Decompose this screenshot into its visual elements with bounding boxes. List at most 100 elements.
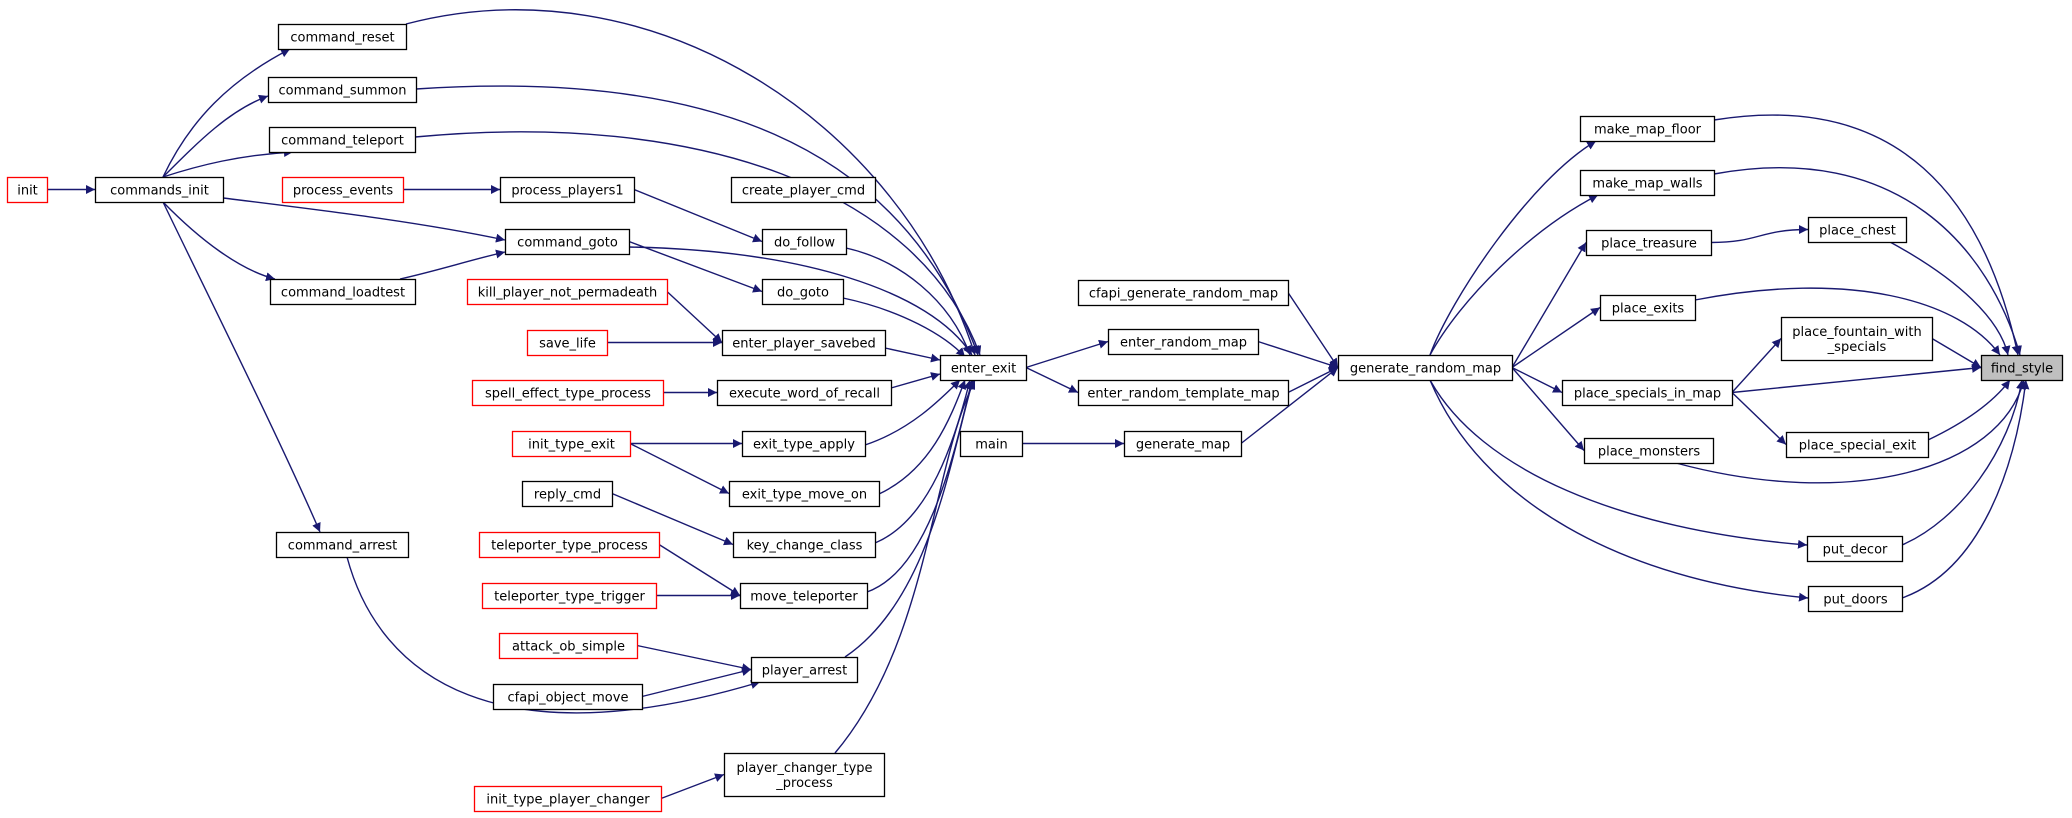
node-box[interactable] xyxy=(1807,216,1908,244)
node-enter-player-savebed[interactable]: enter_player_savebed xyxy=(721,329,887,357)
node-box[interactable] xyxy=(269,278,417,306)
node-box[interactable] xyxy=(761,228,848,256)
node-process-events[interactable]: process_events xyxy=(281,176,405,204)
node-box[interactable] xyxy=(267,76,418,104)
node-box[interactable] xyxy=(732,531,877,559)
node-box[interactable] xyxy=(94,176,225,204)
node-exit-type-move-on[interactable]: exit_type_move_on xyxy=(728,480,881,508)
node-command-arrest[interactable]: command_arrest xyxy=(275,531,410,559)
node-init-type-exit[interactable]: init_type_exit xyxy=(511,430,632,458)
node-box[interactable] xyxy=(1107,328,1260,356)
node-attack-ob-simple[interactable]: attack_ob_simple xyxy=(498,632,639,660)
node-box[interactable] xyxy=(959,430,1024,458)
node-box[interactable] xyxy=(478,531,661,559)
node-cfapi-object-move[interactable]: cfapi_object_move xyxy=(492,683,644,711)
node-box[interactable] xyxy=(1077,279,1290,307)
node-do-goto[interactable]: do_goto xyxy=(761,278,845,306)
node-cfapi-generate-random-map[interactable]: cfapi_generate_random_map xyxy=(1077,279,1290,307)
node-main[interactable]: main xyxy=(959,430,1024,458)
node-put-doors[interactable]: put_doors xyxy=(1807,585,1904,613)
node-execute-word-of-recall[interactable]: execute_word_of_recall xyxy=(716,379,893,407)
node-box[interactable] xyxy=(498,632,639,660)
node-box[interactable] xyxy=(721,329,887,357)
node-kill-player-not-permadeath[interactable]: kill_player_not_permadeath xyxy=(466,278,669,306)
node-box[interactable] xyxy=(511,430,632,458)
node-box[interactable] xyxy=(1806,535,1904,563)
node-command-goto[interactable]: command_goto xyxy=(504,228,631,256)
node-enter-exit[interactable]: enter_exit xyxy=(939,354,1028,382)
node-spell-effect-type-process[interactable]: spell_effect_type_process xyxy=(471,379,665,407)
node-box[interactable] xyxy=(1337,354,1514,382)
node-place-specials-in-map[interactable]: place_specials_in_map xyxy=(1561,379,1734,407)
node-box[interactable] xyxy=(739,582,869,610)
node-box[interactable] xyxy=(1583,437,1715,465)
node-key-change-class[interactable]: key_change_class xyxy=(732,531,877,559)
node-player-arrest[interactable]: player_arrest xyxy=(750,656,859,684)
node-box[interactable] xyxy=(1561,379,1734,407)
node-box[interactable] xyxy=(504,228,631,256)
node-create-player-cmd[interactable]: create_player_cmd xyxy=(730,176,877,204)
node-box[interactable] xyxy=(1579,169,1716,197)
node-place-fountain-with-specials[interactable]: place_fountain_with_specials xyxy=(1780,316,1934,362)
node-save-life[interactable]: save_life xyxy=(526,329,609,357)
node-box[interactable] xyxy=(521,480,614,508)
node-box[interactable] xyxy=(1599,294,1697,322)
node-process-players1[interactable]: process_players1 xyxy=(499,176,636,204)
node-box[interactable] xyxy=(268,126,417,154)
node-put-decor[interactable]: put_decor xyxy=(1806,535,1904,563)
node-box[interactable] xyxy=(730,176,877,204)
node-box[interactable] xyxy=(6,176,49,204)
node-box[interactable] xyxy=(750,656,859,684)
node-command-summon[interactable]: command_summon xyxy=(267,76,418,104)
node-place-chest[interactable]: place_chest xyxy=(1807,216,1908,244)
node-box[interactable] xyxy=(471,379,665,407)
node-box[interactable] xyxy=(939,354,1028,382)
node-box[interactable] xyxy=(481,582,658,610)
node-box[interactable] xyxy=(499,176,636,204)
node-place-special-exit[interactable]: place_special_exit xyxy=(1785,431,1930,459)
node-place-exits[interactable]: place_exits xyxy=(1599,294,1697,322)
node-box[interactable] xyxy=(526,329,609,357)
node-reply-cmd[interactable]: reply_cmd xyxy=(521,480,614,508)
node-box[interactable] xyxy=(1077,379,1290,407)
node-box[interactable] xyxy=(723,752,886,798)
node-player-changer-type-process[interactable]: player_changer_type_process xyxy=(723,752,886,798)
node-find-style[interactable]: find_style xyxy=(1980,354,2064,382)
node-make-map-floor[interactable]: make_map_floor xyxy=(1579,115,1716,143)
node-generate-random-map[interactable]: generate_random_map xyxy=(1337,354,1514,382)
node-command-teleport[interactable]: command_teleport xyxy=(268,126,417,154)
node-init-cmd[interactable]: init xyxy=(6,176,49,204)
node-exit-type-apply[interactable]: exit_type_apply xyxy=(741,430,867,458)
node-box[interactable] xyxy=(277,23,408,51)
node-do-follow[interactable]: do_follow xyxy=(761,228,848,256)
node-enter-random-template-map[interactable]: enter_random_template_map xyxy=(1077,379,1290,407)
node-box[interactable] xyxy=(728,480,881,508)
node-enter-random-map[interactable]: enter_random_map xyxy=(1107,328,1260,356)
node-commands-init[interactable]: commands_init xyxy=(94,176,225,204)
node-teleporter-type-process[interactable]: teleporter_type_process xyxy=(478,531,661,559)
node-box[interactable] xyxy=(281,176,405,204)
node-box[interactable] xyxy=(492,683,644,711)
node-move-teleporter[interactable]: move_teleporter xyxy=(739,582,869,610)
node-command-loadtest[interactable]: command_loadtest xyxy=(269,278,417,306)
node-box[interactable] xyxy=(1780,316,1934,362)
node-command-reset[interactable]: command_reset xyxy=(277,23,408,51)
node-teleporter-type-trigger[interactable]: teleporter_type_trigger xyxy=(481,582,658,610)
node-box[interactable] xyxy=(1785,431,1930,459)
node-init-type-player-changer[interactable]: init_type_player_changer xyxy=(473,785,663,813)
node-box[interactable] xyxy=(741,430,867,458)
node-box[interactable] xyxy=(1585,229,1713,257)
node-box[interactable] xyxy=(473,785,663,813)
node-box[interactable] xyxy=(275,531,410,559)
node-place-monsters[interactable]: place_monsters xyxy=(1583,437,1715,465)
node-generate-map[interactable]: generate_map xyxy=(1123,430,1243,458)
node-box[interactable] xyxy=(1980,354,2064,382)
node-box[interactable] xyxy=(761,278,845,306)
node-box[interactable] xyxy=(466,278,669,306)
node-box[interactable] xyxy=(716,379,893,407)
node-place-treasure[interactable]: place_treasure xyxy=(1585,229,1713,257)
node-box[interactable] xyxy=(1123,430,1243,458)
node-box[interactable] xyxy=(1807,585,1904,613)
node-box[interactable] xyxy=(1579,115,1716,143)
node-make-map-walls[interactable]: make_map_walls xyxy=(1579,169,1716,197)
